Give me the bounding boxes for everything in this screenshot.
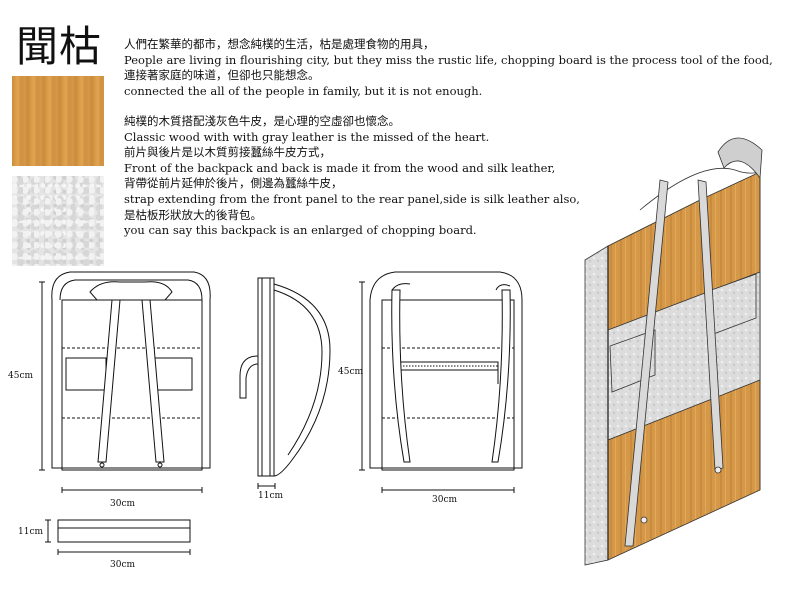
top-width-label: 30cm <box>110 560 135 570</box>
description-line: 純樸的木質搭配淺灰色牛皮，是心理的空虛卻也懷念。 <box>124 114 400 128</box>
front-view-drawing <box>39 271 211 493</box>
description-line: People are living in flourishing city, b… <box>124 52 773 67</box>
back-width-label: 30cm <box>432 495 457 505</box>
backpack-3d-render <box>584 137 763 566</box>
top-depth-label: 11cm <box>18 527 43 537</box>
felt-material-swatch <box>12 176 104 266</box>
side-width-label: 11cm <box>258 491 283 501</box>
wood-material-swatch <box>12 76 104 166</box>
description-line: you can say this backpack is an enlarged… <box>124 223 477 238</box>
description-line: 是枯板形狀放大的後背包。 <box>124 207 262 222</box>
description-line: connected the all of the people in famil… <box>124 83 483 98</box>
front-width-label: 30cm <box>110 499 135 509</box>
description-line: Classic wood with with gray leather is t… <box>124 129 490 144</box>
description-line: 人們在繁華的都市，想念純樸的生活，枯是處理食物的用具， <box>124 37 435 51</box>
description-line: Front of the backpack and back is made i… <box>124 160 556 175</box>
description-line: strap extending from the front panel to … <box>124 191 580 206</box>
back-height-label: 45cm <box>338 367 363 377</box>
dimension-labels: 45cm 30cm 11cm 45cm 30cm 11cm 30cm <box>8 367 457 570</box>
side-view-drawing <box>239 277 331 489</box>
description-line: 背帶從前片延伸於後片，側邊為蠶絲牛皮， <box>124 176 343 191</box>
description-line: 連接著家庭的味道，但卻也只能想念。 <box>124 68 320 83</box>
description-paragraph-2: 純樸的木質搭配淺灰色牛皮，是心理的空虛卻也懷念。 Classic wood wi… <box>124 114 784 239</box>
description-paragraph-1: 人們在繁華的都市，想念純樸的生活，枯是處理食物的用具， People are l… <box>124 37 784 99</box>
front-height-label: 45cm <box>8 371 33 381</box>
top-view-drawing <box>45 519 191 555</box>
description-line: 前片與後片是以木質剪接蠶絲牛皮方式， <box>124 145 331 160</box>
design-title: 聞枯 <box>16 22 103 71</box>
back-view-drawing <box>359 271 523 493</box>
